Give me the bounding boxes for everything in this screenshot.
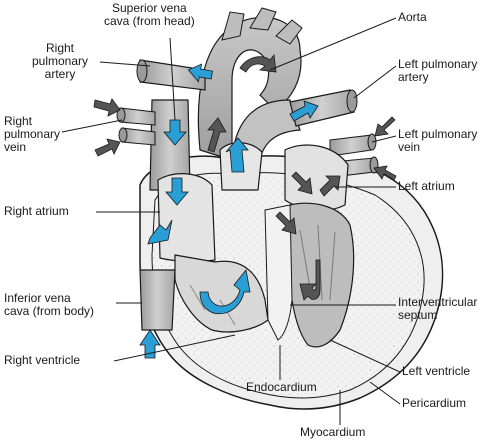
label-left-pulmonary-vein: Left pulmonary vein [398,127,478,154]
oxygenated-flow-arrows [93,54,397,301]
blue-arrow-rpa [187,63,213,83]
gray-arrow-lpv-upper [374,116,396,137]
blue-arrow-ivc [139,329,161,359]
label-myocardium: Myocardium [300,425,366,439]
label-right-atrium: Right atrium [4,204,69,218]
gray-arrow-rpv-lower [94,138,121,157]
gray-arrow-lv [299,259,321,301]
label-superior-vena-cava: Superior vena cava (from head) [104,1,195,28]
label-pericardium: Pericardium [402,396,467,410]
label-right-ventricle: Right ventricle [4,353,81,367]
gray-arrow-la [291,171,313,195]
gray-arrow-la2 [319,175,341,197]
blue-arrow-rv [199,269,251,315]
leader-lines [61,17,401,425]
gray-arrow-rpv-upper [93,98,121,117]
label-inferior-vena-cava: Inferior vena cava (from body) [4,291,95,318]
deoxygenated-flow-arrows [139,63,319,359]
aorta-arch [197,16,302,161]
label-endocardium: Endocardium [246,380,317,394]
gray-arrow-aorta-up [207,117,227,153]
interventricular-septum [264,204,293,341]
label-left-ventricle: Left ventricle [402,364,471,378]
label-right-pulmonary-vein: Right pulmonary vein [4,114,61,154]
blue-arrow-tricuspid [147,219,173,245]
blue-arrow-lpa [289,100,319,122]
gray-arrow-lpv-lower [373,165,397,181]
blue-arrow-ra [165,177,189,206]
left-pulmonary-artery [289,89,355,127]
label-aorta: Aorta [398,10,427,24]
blue-arrow-svc [163,119,187,146]
blue-arrow-pulmonary [225,137,249,173]
label-left-atrium: Left atrium [398,179,455,193]
label-right-pulmonary-artery: Right pulmonary artery [32,41,89,81]
gray-arrow-aorta [239,54,277,73]
label-left-pulmonary-artery: Left pulmonary artery [398,57,478,84]
inferior-vena-cava [139,269,176,331]
label-interventricular-septum: Interventricular septum [398,295,478,322]
right-atrium-chamber [157,173,216,262]
gray-arrow-mitral [275,211,297,235]
